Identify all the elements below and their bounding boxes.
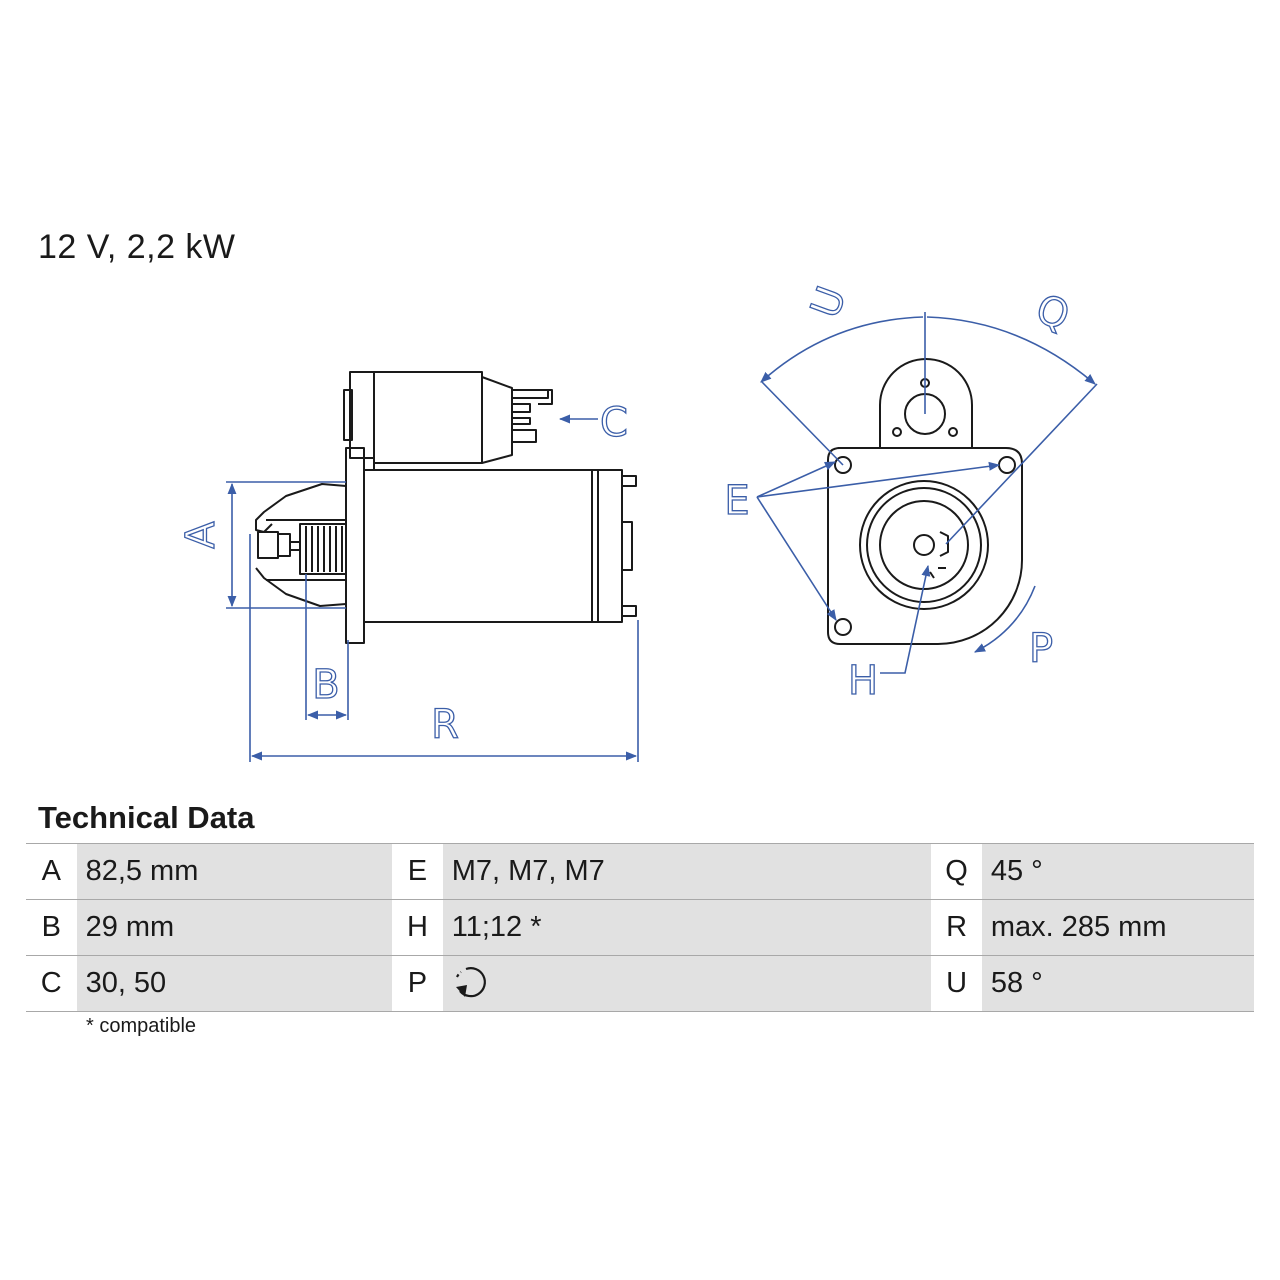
side-view-dimensions xyxy=(226,414,639,762)
label-B: B xyxy=(312,662,339,708)
label-A: A xyxy=(178,521,224,549)
front-view xyxy=(827,358,1023,645)
value-C: 30, 50 xyxy=(76,955,393,1012)
starter-motor-drawing: A B R C U Q E H P xyxy=(177,280,1098,762)
key-H: H xyxy=(392,899,443,956)
table-row: C 30, 50 P U 58 ° xyxy=(26,955,1254,1012)
label-E: E xyxy=(724,478,749,524)
key-Q: Q xyxy=(931,843,982,900)
value-E: M7, M7, M7 xyxy=(442,843,932,900)
value-U: 58 ° xyxy=(981,955,1254,1012)
table-row: A 82,5 mm E M7, M7, M7 Q 45 ° xyxy=(26,843,1254,900)
key-P: P xyxy=(392,955,443,1012)
label-U: U xyxy=(802,281,855,324)
rotation-direction-icon xyxy=(455,966,486,997)
key-B: B xyxy=(26,899,77,956)
key-R: R xyxy=(931,899,982,956)
table-row: B 29 mm H 11;12 * R max. 285 mm xyxy=(26,899,1254,956)
label-C: C xyxy=(600,400,628,446)
label-R: R xyxy=(431,702,459,748)
value-P xyxy=(442,955,932,1012)
value-A: 82,5 mm xyxy=(76,843,393,900)
value-R: max. 285 mm xyxy=(981,899,1254,956)
footnote: * compatible xyxy=(86,1015,197,1037)
technical-data-title: Technical Data xyxy=(38,800,255,835)
key-U: U xyxy=(931,955,982,1012)
label-Q: Q xyxy=(1030,286,1075,340)
key-C: C xyxy=(26,955,77,1012)
label-P: P xyxy=(1029,626,1053,672)
key-E: E xyxy=(392,843,443,900)
side-view xyxy=(255,371,637,644)
label-H: H xyxy=(848,658,878,704)
spec-title: 12 V, 2,2 kW xyxy=(38,228,236,266)
key-A: A xyxy=(26,843,77,900)
value-B: 29 mm xyxy=(76,899,393,956)
value-H: 11;12 * xyxy=(442,899,932,956)
front-view-dimensions xyxy=(756,312,1098,674)
technical-data-table: A 82,5 mm E M7, M7, M7 Q 45 ° B 29 mm H … xyxy=(26,843,1254,1012)
value-Q: 45 ° xyxy=(981,843,1254,900)
